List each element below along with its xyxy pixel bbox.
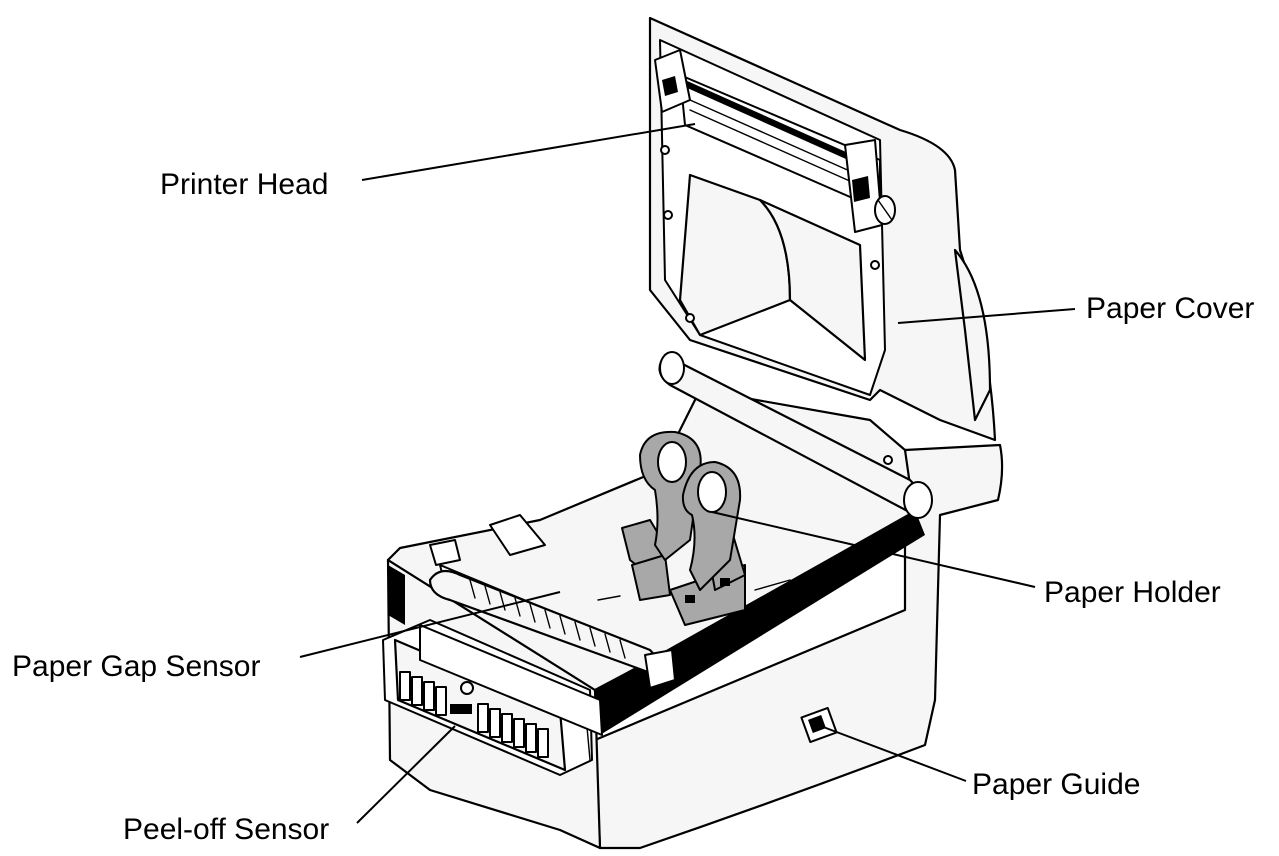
leader-lines (299, 123, 1076, 824)
leader-paper-holder (711, 511, 1036, 588)
leader-printer-head (361, 123, 696, 181)
label-paper-guide: Paper Guide (972, 768, 1141, 801)
label-paper-cover: Paper Cover (1086, 292, 1255, 325)
paper-cover (648, 16, 997, 465)
leader-peel-off-sensor (356, 725, 456, 824)
leader-paper-cover (897, 308, 1076, 324)
leader-paper-guide (817, 724, 967, 782)
label-paper-holder: Paper Holder (1044, 576, 1221, 609)
platen-roller (419, 514, 676, 736)
hinge-bar (658, 351, 933, 519)
label-peel-off-sensor: Peel-off Sensor (123, 813, 330, 846)
label-paper-gap-sensor: Paper Gap Sensor (12, 650, 261, 683)
label-printer-head: Printer Head (160, 168, 329, 201)
tray-marks (597, 579, 801, 661)
leader-paper-gap-sensor (299, 591, 561, 658)
